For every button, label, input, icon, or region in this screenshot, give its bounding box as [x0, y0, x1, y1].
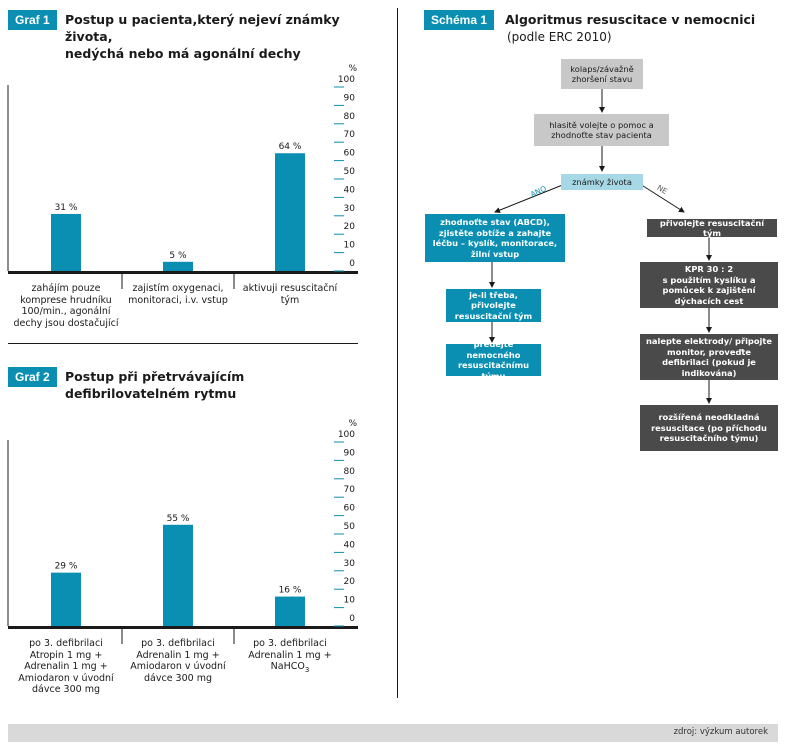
bar-value-label: 31 %: [55, 203, 78, 213]
box-hlasite-volejte: hlasitě volejte o pomoc a zhodnoťte stav…: [534, 114, 669, 146]
graf2-title-line2: defibrilovatelném rytmu: [65, 386, 237, 401]
graf1-title: Postup u pacienta,který nejeví známky ži…: [65, 11, 385, 62]
bar: [163, 261, 193, 271]
y-tick-label: 90: [344, 448, 356, 458]
graf2-title: Postup při přetrvávajícím defibrilovatel…: [65, 368, 365, 402]
bar-value-label: 64 %: [279, 142, 302, 152]
y-tick-label: 100: [338, 430, 355, 440]
graf1-chart: 0 10 20 30 40 50 60 70 80 90 100% 31 % 5 % 64 %: [7, 64, 358, 289]
bar-value-label: 55 %: [167, 514, 190, 524]
y-tick-label: 80: [344, 112, 356, 122]
graf2-title-line1: Postup při přetrvávajícím: [65, 369, 245, 384]
box-predejte: předejte nemocného resuscitačnímu týmu: [446, 339, 541, 381]
y-tick-label: 80: [344, 467, 356, 477]
bar: [275, 596, 305, 626]
column-separator: [397, 8, 398, 698]
bar: [51, 572, 81, 626]
graf-separator: [8, 343, 358, 344]
graf1-category-label: aktivuji resuscitační tým: [242, 283, 338, 306]
y-tick-label: 0: [349, 259, 355, 269]
y-tick-label: 30: [344, 204, 356, 214]
y-tick-label: 50: [344, 167, 356, 177]
box-nalepte: nalepte elektrody/ připojte monitor, pro…: [640, 334, 778, 380]
y-tick-label: 20: [344, 222, 356, 232]
y-tick-label: 60: [344, 149, 356, 159]
y-tick-label: 0: [349, 614, 355, 624]
graf1-category-label: zajistím oxygenaci, monitoraci, i.v. vst…: [128, 283, 228, 306]
graf2-chart: 0 10 20 30 40 50 60 70 80 90 100% 29 % 55 % 16 %: [7, 419, 358, 644]
box-kpr-line1: KPR 30 : 2: [684, 264, 734, 274]
schema-subtitle: (podle ERC 2010): [507, 30, 612, 44]
box-kpr: KPR 30 : 2 s použitím kyslíku a pomůcek …: [640, 262, 778, 308]
graf2-badge: Graf 2: [8, 367, 57, 387]
graf2-category-label: po 3. defibrilaci Adrenalin 1 mg + Amiod…: [130, 638, 226, 684]
graf1-badge: Graf 1: [8, 10, 57, 30]
bar-value-label: 29 %: [55, 562, 78, 572]
arrow-znamky-ne: [639, 183, 685, 213]
y-tick-label: 20: [344, 577, 356, 587]
y-tick-label: 70: [344, 130, 356, 140]
graf2-category-label: po 3. defibrilaci Adrenalin 1 mg + NaHCO…: [248, 638, 332, 674]
bar-value-label: 16 %: [279, 586, 302, 596]
y-tick-label: 50: [344, 522, 356, 532]
y-tick-label: 100: [338, 75, 355, 85]
y-tick-label: 40: [344, 185, 356, 195]
schema-title: Algoritmus resuscitace v nemocnici: [505, 12, 756, 27]
y-axis-unit-label: %: [348, 419, 357, 429]
box-jeli-trebaa: je-li třeba, přivolejte resuscitační tým: [446, 289, 541, 322]
y-tick-label: 10: [344, 241, 356, 251]
source-note: zdroj: výzkum autorek: [673, 727, 768, 737]
y-tick-label: 70: [344, 485, 356, 495]
bar: [163, 524, 193, 626]
box-kpr-line2: s použitím kyslíku a pomůcek k zajištění…: [662, 274, 756, 306]
footer-bar: zdroj: výzkum autorek: [8, 724, 778, 742]
y-tick-label: 40: [344, 540, 356, 550]
graf1-title-line2: nedýchá nebo má agonální dechy: [65, 46, 301, 61]
y-axis-unit-label: %: [348, 64, 357, 74]
box-zhodnotte-stav: zhodnoťte stav (ABCD), zjistěte obtíže a…: [425, 214, 565, 262]
bar-value-label: 5 %: [169, 251, 187, 261]
graf2-category-label: po 3. defibrilaci Atropin 1 mg + Adrenal…: [18, 638, 114, 695]
y-tick-label: 90: [344, 93, 356, 103]
bar: [275, 153, 305, 271]
box-rozsirena: rozšířená neodkladná resuscitace (po pří…: [640, 405, 778, 451]
y-tick-label: 10: [344, 596, 356, 606]
box-kolaps: kolaps/závažně zhoršení stavu: [561, 59, 643, 89]
y-tick-label: 30: [344, 559, 356, 569]
box-znamky-zivota: známky života: [561, 174, 643, 190]
graf1-category-label: zahájím pouze komprese hrudníku 100/min.…: [13, 283, 119, 329]
y-tick-label: 60: [344, 504, 356, 514]
box-privolejte: přivolejte resuscitační tým: [647, 218, 777, 238]
schema-badge: Schéma 1: [424, 10, 495, 30]
arrow-znamky-ano: [494, 183, 566, 213]
graf1-title-line1: Postup u pacienta,který nejeví známky ži…: [65, 12, 340, 44]
bar: [51, 213, 81, 271]
